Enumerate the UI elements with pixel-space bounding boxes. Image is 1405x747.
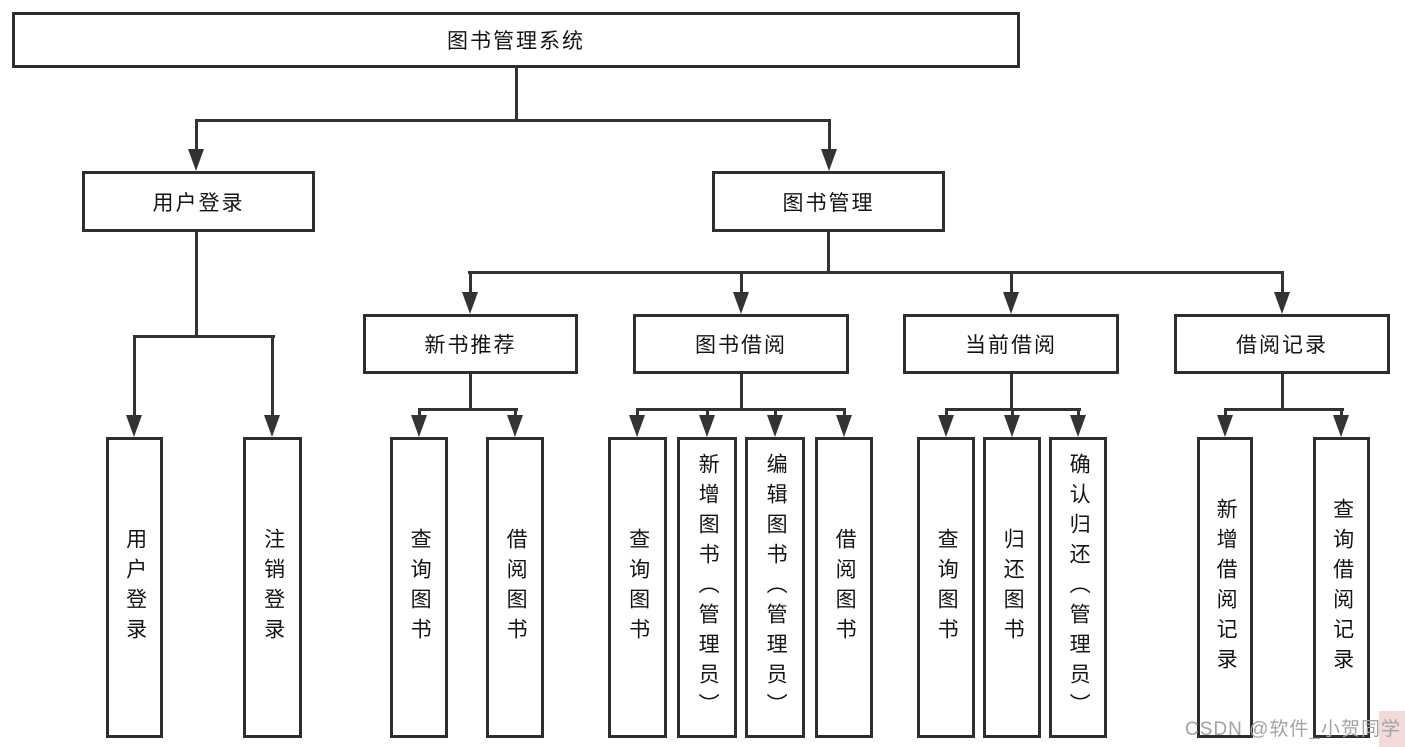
node-root-label: 图书管理系统 xyxy=(447,30,585,53)
node-book-management: 图书管理 xyxy=(712,171,945,232)
leaf-query-books-recommend-label: 查询图书 xyxy=(408,527,432,648)
node-new-book-recommendation: 新书推荐 xyxy=(363,314,578,374)
connector-line xyxy=(945,408,948,418)
arrowhead-down-icon xyxy=(1274,292,1290,314)
connector-line xyxy=(740,374,743,411)
connector-line xyxy=(843,408,846,418)
connector-line xyxy=(1281,271,1284,294)
connector-line xyxy=(636,408,639,418)
watermark-accent xyxy=(1379,711,1405,747)
arrowhead-down-icon xyxy=(462,292,478,314)
connector-line xyxy=(828,119,831,151)
connector-line xyxy=(706,408,709,418)
leaf-borrow-books-label: 借阅图书 xyxy=(833,527,857,648)
node-user-login: 用户登录 xyxy=(82,171,315,232)
leaf-add-borrow-record-label: 新增借阅记录 xyxy=(1214,497,1238,678)
arrowhead-down-icon xyxy=(1003,292,1019,314)
arrowhead-down-icon xyxy=(1217,415,1233,437)
arrowhead-down-icon xyxy=(126,415,142,437)
connector-line xyxy=(195,119,831,122)
leaf-add-books-admin-label: 新增图书（管理员） xyxy=(696,452,720,723)
node-book-management-label: 图书管理 xyxy=(782,191,875,215)
leaf-confirm-return-admin-label: 确认归还（管理员） xyxy=(1067,452,1091,723)
arrowhead-down-icon xyxy=(264,415,280,437)
arrowhead-down-icon xyxy=(1004,415,1020,437)
leaf-return-books-label: 归还图书 xyxy=(1001,527,1025,648)
leaf-borrow-books: 借阅图书 xyxy=(815,437,873,738)
leaf-edit-books-admin-label: 编辑图书（管理员） xyxy=(764,452,788,723)
connector-line xyxy=(418,408,421,418)
leaf-query-books-borrowing-label: 查询图书 xyxy=(626,527,650,648)
leaf-user-login-label: 用户登录 xyxy=(123,527,147,648)
connector-line xyxy=(1340,408,1343,418)
connector-line xyxy=(515,68,518,119)
leaf-confirm-return-admin: 确认归还（管理员） xyxy=(1049,437,1107,738)
connector-line xyxy=(514,408,517,418)
node-borrowing-records-label: 借阅记录 xyxy=(1236,334,1328,357)
connector-line xyxy=(827,232,830,274)
arrowhead-down-icon xyxy=(699,415,715,437)
connector-line xyxy=(1010,374,1013,411)
connector-line xyxy=(133,335,136,417)
connector-line xyxy=(195,232,198,338)
connector-line xyxy=(774,408,777,418)
node-book-borrowing: 图书借阅 xyxy=(633,314,849,374)
connector-line xyxy=(1224,408,1344,411)
connector-line xyxy=(1281,374,1284,411)
leaf-user-login: 用户登录 xyxy=(106,437,163,738)
connector-line xyxy=(740,271,743,294)
connector-line xyxy=(133,335,275,338)
leaf-return-books: 归还图书 xyxy=(983,437,1041,738)
arrowhead-down-icon xyxy=(836,415,852,437)
arrowhead-down-icon xyxy=(733,292,749,314)
leaf-query-borrow-record: 查询借阅记录 xyxy=(1313,437,1370,738)
connector-line xyxy=(271,335,274,417)
connector-line xyxy=(1224,408,1227,418)
connector-line xyxy=(1011,408,1014,418)
connector-line xyxy=(418,408,518,411)
node-book-borrowing-label: 图书借阅 xyxy=(695,334,787,357)
arrowhead-down-icon xyxy=(188,149,204,171)
connector-line xyxy=(1077,408,1080,418)
arrowhead-down-icon xyxy=(938,415,954,437)
connector-line xyxy=(469,374,472,411)
connector-line xyxy=(1010,271,1013,294)
arrowhead-down-icon xyxy=(1070,415,1086,437)
node-current-borrowing: 当前借阅 xyxy=(903,314,1119,374)
node-user-login-label: 用户登录 xyxy=(152,191,245,215)
arrowhead-down-icon xyxy=(767,415,783,437)
leaf-logout-label: 注销登录 xyxy=(261,527,285,648)
leaf-borrow-books-recommend: 借阅图书 xyxy=(486,437,544,738)
leaf-query-borrow-record-label: 查询借阅记录 xyxy=(1330,497,1354,678)
arrowhead-down-icon xyxy=(411,415,427,437)
arrowhead-down-icon xyxy=(507,415,523,437)
leaf-query-books-borrowing: 查询图书 xyxy=(608,437,667,738)
leaf-query-books-recommend: 查询图书 xyxy=(390,437,448,738)
leaf-add-borrow-record: 新增借阅记录 xyxy=(1197,437,1253,738)
node-root: 图书管理系统 xyxy=(12,12,1020,68)
leaf-edit-books-admin: 编辑图书（管理员） xyxy=(745,437,805,738)
node-new-book-recommendation-label: 新书推荐 xyxy=(424,334,517,357)
connector-line xyxy=(469,271,472,294)
connector-line xyxy=(195,119,198,151)
arrowhead-down-icon xyxy=(629,415,645,437)
node-current-borrowing-label: 当前借阅 xyxy=(965,334,1057,357)
node-borrowing-records: 借阅记录 xyxy=(1174,314,1390,374)
leaf-query-books-current: 查询图书 xyxy=(917,437,975,738)
connector-line xyxy=(468,271,1284,274)
leaf-borrow-books-recommend-label: 借阅图书 xyxy=(504,527,528,648)
arrowhead-down-icon xyxy=(821,149,837,171)
arrowhead-down-icon xyxy=(1333,415,1349,437)
leaf-query-books-current-label: 查询图书 xyxy=(935,527,959,648)
leaf-add-books-admin: 新增图书（管理员） xyxy=(677,437,737,738)
connector-line xyxy=(636,408,846,411)
watermark: CSDN @软件_小贺同学 xyxy=(1185,719,1401,740)
leaf-logout: 注销登录 xyxy=(243,437,302,738)
